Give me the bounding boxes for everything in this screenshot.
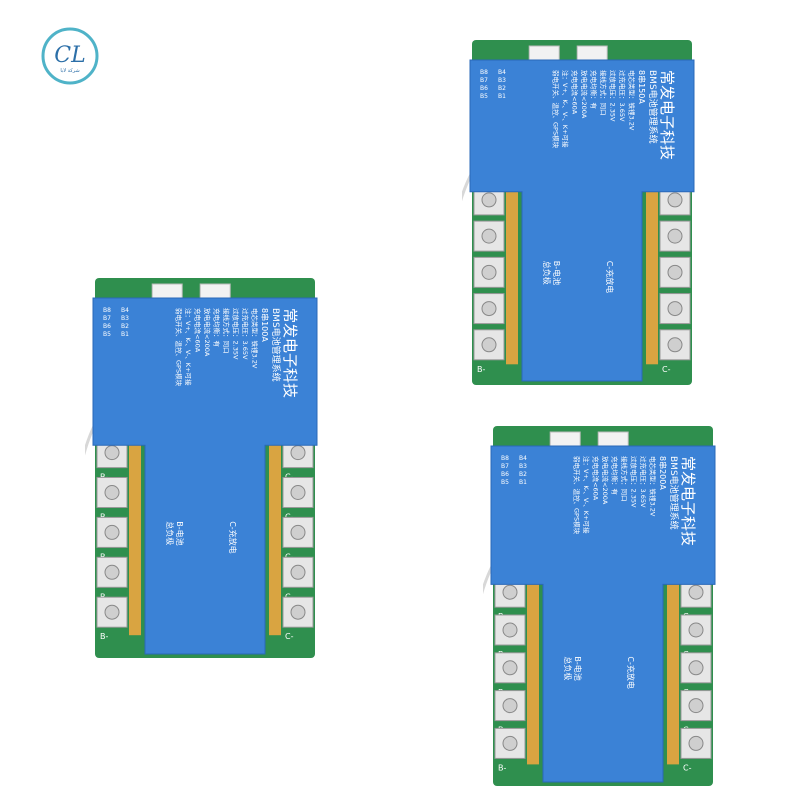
- balance-pin-label: B6: [501, 471, 509, 478]
- copper-bar: [506, 184, 518, 365]
- board-note: 注：V+、K-、V-、K+可接: [184, 308, 193, 386]
- board-subtitle: BMS电池管理系统: [270, 308, 282, 382]
- spec-line: 过充电压：3.65V: [639, 456, 648, 508]
- balance-pin-label: B7: [480, 77, 488, 84]
- c-terminal: [659, 293, 691, 325]
- c-terminal-label: C-充放电: [605, 261, 615, 293]
- logo-monogram: CL: [54, 43, 85, 68]
- spec-line: 过放电压：2.35V: [232, 308, 241, 360]
- balance-pin-label: B5: [103, 331, 111, 338]
- bms-board-100a: B-C-B-C-B-C-B-C-B-C-B8B7B6B5B4B3B2B1常发电子…: [85, 278, 325, 658]
- spec-line: 放电电流<200A: [601, 456, 610, 505]
- balance-pin-label: B5: [480, 93, 488, 100]
- balance-pin-label: B7: [103, 315, 111, 322]
- c-side-label: C-: [285, 632, 294, 641]
- spec-line: 放电电流<200A: [580, 70, 589, 119]
- b-terminal-label-2: 总负极: [563, 656, 573, 680]
- copper-bar: [646, 184, 658, 365]
- balance-pin-label: B1: [121, 331, 129, 338]
- spec-line: 过充电压：3.65V: [618, 70, 627, 122]
- spec-line: 过放电压：2.35V: [630, 456, 639, 508]
- spec-line: 电芯类型：铁锂3.2V: [649, 456, 658, 517]
- copper-bar: [527, 577, 539, 765]
- balance-pin-label: B8: [480, 69, 488, 76]
- b-terminal-label-2: 总负极: [165, 521, 175, 545]
- c-terminal-label: C-充放电: [228, 521, 238, 553]
- balance-pin-label: B4: [121, 307, 129, 314]
- spec-line: 充电电流<60A: [194, 308, 203, 353]
- copper-bar: [667, 577, 679, 765]
- balance-pin-label: B5: [501, 479, 509, 486]
- b-side-label: B-: [477, 365, 485, 374]
- balance-pin-label: B1: [498, 93, 506, 100]
- bms-board-150a: B-C-B-C-B-C-B-C-B-C-B8B7B6B5B4B3B2B1常发电子…: [462, 40, 702, 390]
- b-terminal-label: B-电池: [175, 521, 185, 545]
- balance-pin-label: B3: [498, 77, 506, 84]
- b-terminal: [494, 652, 526, 684]
- brand-logo: CL شركة لابا: [40, 26, 100, 86]
- b-terminal-label: B-电池: [573, 656, 583, 680]
- balance-pin-label: B6: [480, 85, 488, 92]
- blue-cover-panel: [92, 297, 318, 655]
- board-note-2: 弱电开关、温控、GPS模块: [552, 70, 561, 149]
- c-side-label: C-: [683, 763, 692, 772]
- balance-pin-label: B3: [121, 315, 129, 322]
- logo-caption: شركة لابا: [60, 68, 79, 74]
- spec-line: 放电电流<200A: [203, 308, 212, 357]
- blue-cover-panel: [469, 59, 695, 382]
- balance-pin-label: B1: [519, 479, 527, 486]
- balance-pin-label: B8: [501, 455, 509, 462]
- spec-line: 过充电压：3.65V: [241, 308, 250, 360]
- spec-line: 接线方式：同口: [620, 456, 629, 502]
- spec-line: 电芯类型：铁锂3.2V: [628, 70, 637, 131]
- balance-pin-label: B4: [519, 455, 527, 462]
- blue-cover-panel: [490, 445, 716, 783]
- balance-pin-label: B2: [519, 471, 527, 478]
- balance-pin-label: B4: [498, 69, 506, 76]
- c-terminal-label: C-充放电: [626, 656, 636, 688]
- spec-line: 接线方式：同口: [599, 70, 608, 116]
- balance-pin-label: B6: [103, 323, 111, 330]
- bms-board-200a: B-C-B-C-B-C-B-C-B-C-B8B7B6B5B4B3B2B1常发电子…: [483, 426, 723, 786]
- board-model: 8串100A: [260, 308, 269, 342]
- board-note: 注：V+、K-、V-、K+可接: [561, 70, 570, 148]
- spec-line: 充电均衡：有: [611, 456, 620, 496]
- balance-pin-label: B2: [498, 85, 506, 92]
- board-title: 常发电子科技: [679, 456, 697, 546]
- board-title: 常发电子科技: [658, 70, 676, 160]
- board-note-2: 弱电开关、温控、GPS模块: [573, 456, 582, 535]
- balance-pin-label: B2: [121, 323, 129, 330]
- board-model: 8串150A: [637, 70, 646, 104]
- board-subtitle: BMS电池管理系统: [668, 456, 680, 530]
- balance-pin-label: B3: [519, 463, 527, 470]
- board-model: 8串200A: [658, 456, 667, 490]
- c-side-label: C-: [662, 365, 671, 374]
- spec-line: 充电电流<60A: [571, 70, 580, 115]
- spec-line: 充电均衡：有: [590, 70, 599, 110]
- copper-bar: [129, 437, 141, 636]
- balance-pin-label: B7: [501, 463, 509, 470]
- copper-bar: [269, 437, 281, 636]
- spec-line: 充电电流<60A: [592, 456, 601, 501]
- spec-line: 电芯类型：铁锂3.2V: [251, 308, 260, 369]
- spec-line: 接线方式：同口: [222, 308, 231, 354]
- spec-line: 过放电压：2.35V: [609, 70, 618, 122]
- b-terminal-label-2: 总负极: [542, 261, 552, 285]
- b-terminal-label: B-电池: [552, 261, 562, 285]
- b-side-label: B-: [498, 763, 506, 772]
- balance-pin-label: B8: [103, 307, 111, 314]
- b-side-label: B-: [100, 632, 108, 641]
- board-title: 常发电子科技: [281, 308, 299, 398]
- board-subtitle: BMS电池管理系统: [647, 70, 659, 144]
- spec-line: 充电均衡：有: [213, 308, 222, 348]
- board-note-2: 弱电开关、温控、GPS模块: [175, 308, 184, 387]
- board-note: 注：V+、K-、V-、K+可接: [582, 456, 591, 534]
